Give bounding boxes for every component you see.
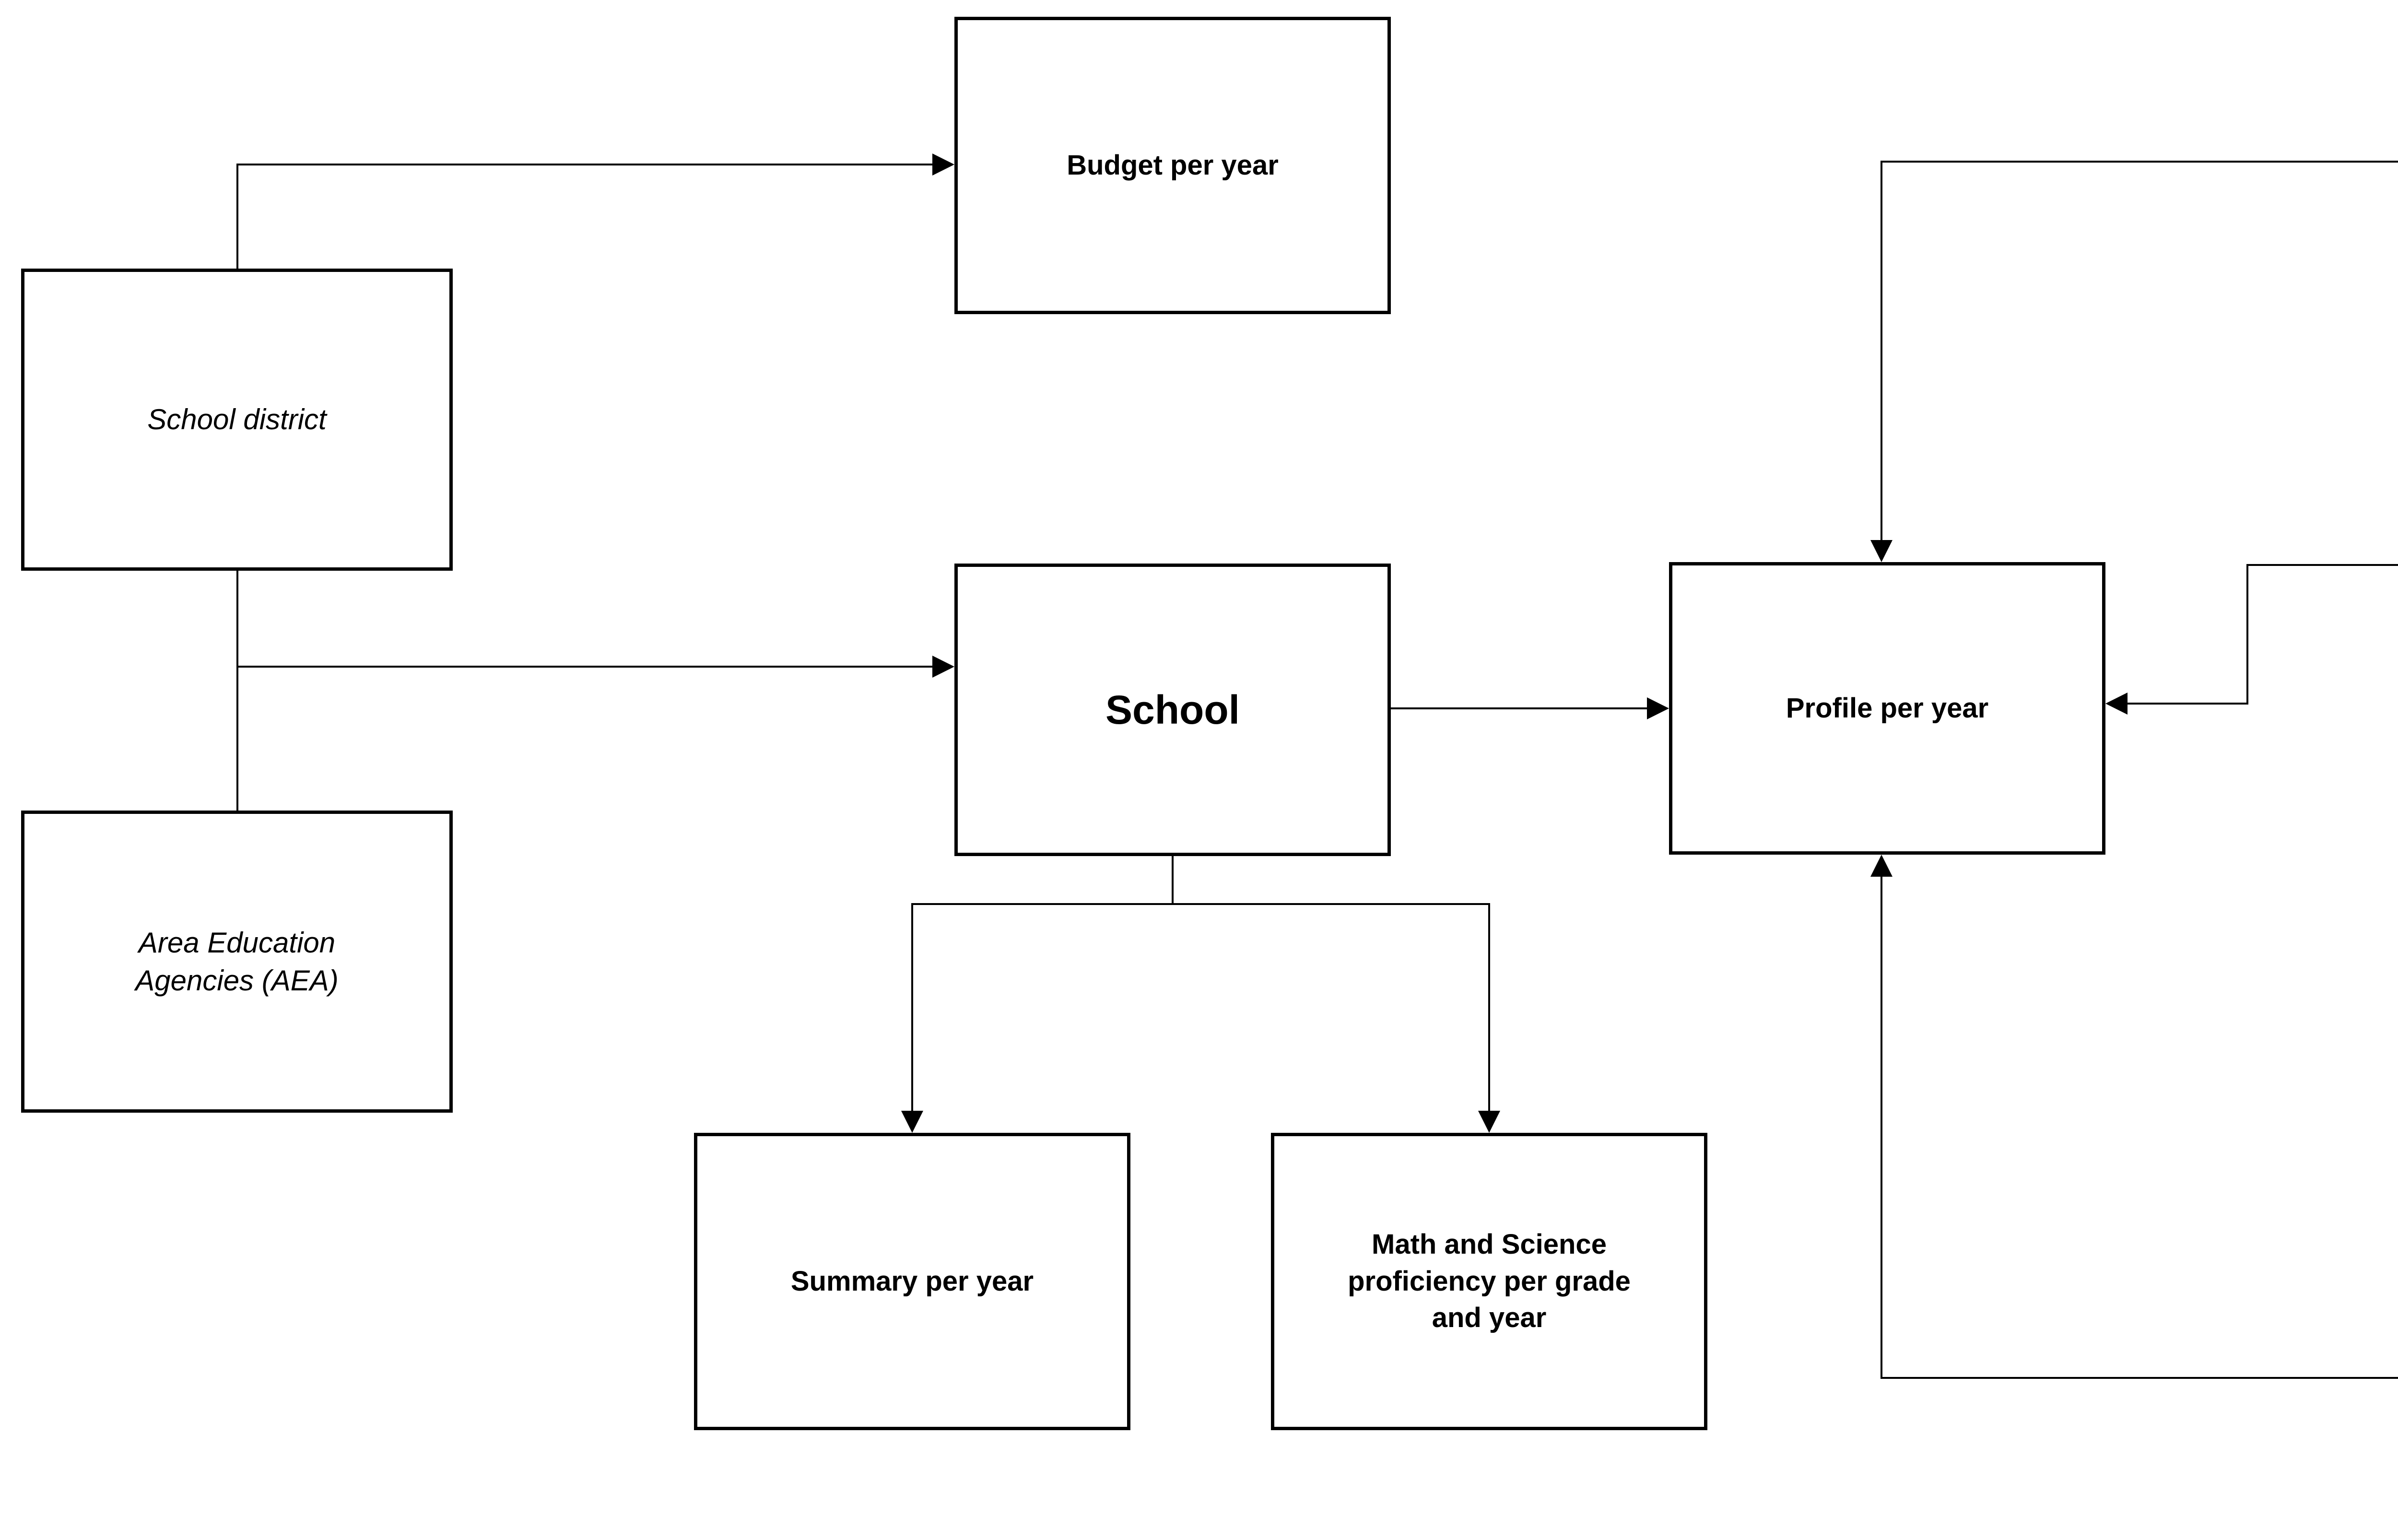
edge-line	[1172, 856, 1490, 1111]
node-label-profile-per-year: Profile per year	[1786, 692, 1989, 724]
node-label-area-education-agencies: Area Education Agencies (AEA)	[135, 926, 339, 997]
node-label-school-district: School district	[147, 403, 327, 436]
node-math-science-proficiency[interactable]: Math and Science proficiency per grade a…	[1271, 1133, 1707, 1430]
node-area-education-agencies[interactable]: Area Education Agencies (AEA)	[21, 811, 453, 1113]
node-profile-per-year[interactable]: Profile per year	[1669, 562, 2105, 855]
arrowhead-icon	[932, 153, 954, 176]
node-label-budget-per-year: Budget per year	[1067, 149, 1279, 181]
edge-line	[236, 164, 932, 269]
arrowhead-icon	[1647, 697, 1669, 719]
arrowhead-icon	[901, 1111, 923, 1133]
edge-school-to-math-science	[1172, 856, 1500, 1133]
edge-line	[911, 856, 1174, 1111]
edge-line	[1881, 877, 2398, 1379]
edge-sub-category-to-profile	[1870, 855, 2398, 1379]
edge-subjects-to-profile	[2105, 564, 2398, 715]
node-label-school: School	[1105, 687, 1240, 732]
arrowhead-icon	[2105, 693, 2128, 715]
edge-school-district-to-school	[237, 656, 954, 678]
edge-school-to-profile	[1391, 697, 1669, 719]
edge-school-to-summary	[901, 856, 1174, 1133]
edge-line	[2128, 564, 2398, 705]
arrowhead-icon	[1478, 1111, 1500, 1133]
node-summary-per-year[interactable]: Summary per year	[694, 1133, 1130, 1430]
edge-line	[1881, 161, 2398, 540]
node-school-district[interactable]: School district	[21, 269, 453, 571]
node-label-summary-per-year: Summary per year	[790, 1265, 1034, 1297]
arrowhead-icon	[932, 656, 954, 678]
arrowhead-icon	[1870, 540, 1893, 562]
node-school[interactable]: School	[954, 564, 1391, 856]
node-budget-per-year[interactable]: Budget per year	[954, 17, 1391, 314]
edge-school-district-to-budget	[236, 153, 954, 269]
node-label-math-science-proficiency: Math and Science proficiency per grade a…	[1348, 1229, 1631, 1334]
edge-educational-measures-to-profile	[1870, 161, 2398, 562]
arrowhead-icon	[1870, 855, 1893, 877]
